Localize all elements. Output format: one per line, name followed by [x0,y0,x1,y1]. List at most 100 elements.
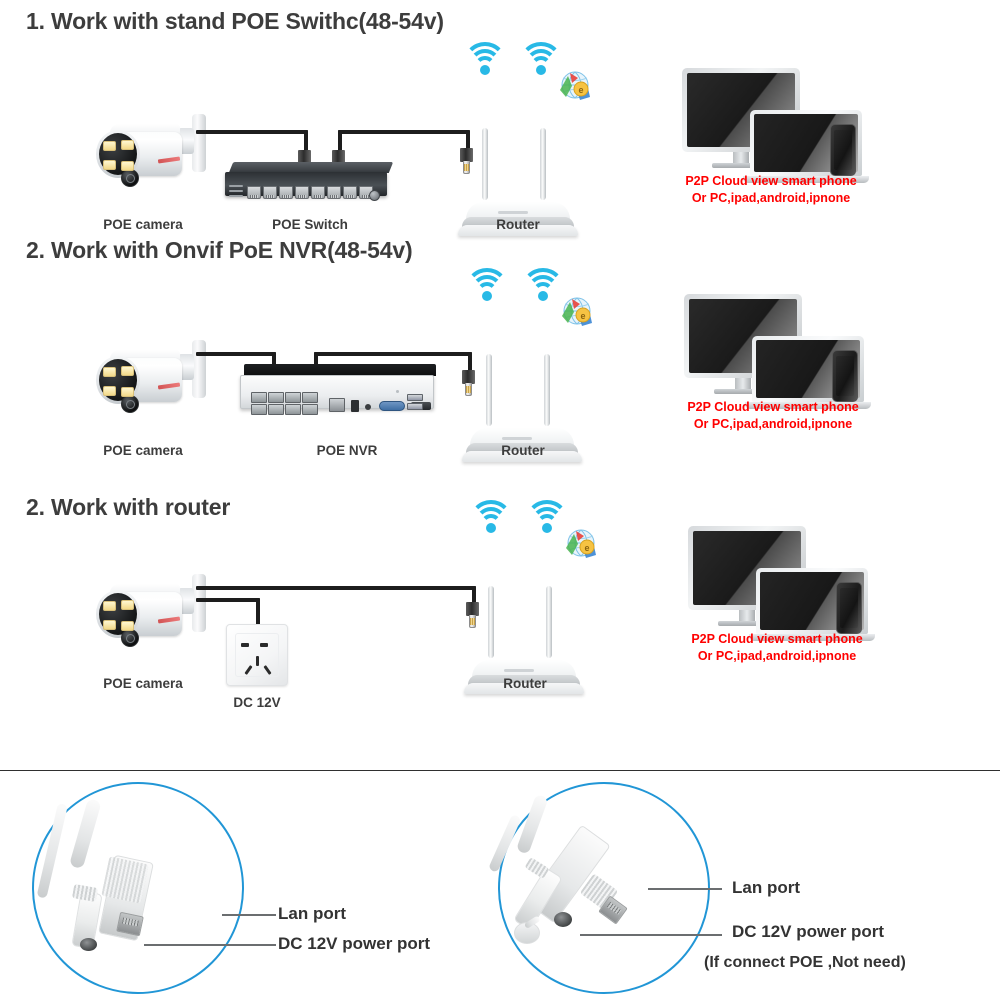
router-2 [462,354,582,464]
svg-text:e: e [580,311,585,321]
poe-switch-1 [225,162,395,201]
camera-arm-icon [178,354,194,380]
internet-globe-icon-2: e [562,297,592,326]
nvr-poe-port [285,392,301,403]
nvr-poe-port [268,404,284,415]
camera-led-2 [121,140,134,150]
camera-pigtail-left [36,798,232,970]
rj45-plug-router-1 [460,148,473,174]
router-antenna-right [540,128,546,200]
nvr-poe-port [285,404,301,415]
nvr-reset-button [365,404,371,410]
camera-led-3 [103,386,116,396]
camera-bracket-icon [192,574,206,632]
poe-camera-1 [88,112,208,187]
port-detail-circle-left [32,782,244,994]
cable-drop-router-2 [468,352,472,376]
dc-12v-power-port-hole [554,912,572,927]
cloud-text-1: P2P Cloud view smart phone Or PC,ipad,an… [656,173,886,207]
cable-drop-router-1 [466,130,470,154]
label-poe-nvr: POE NVR [316,443,378,458]
cloud-text-3-line2: Or PC,ipad,android,ipnone [697,649,857,663]
switch-power-jack-icon [369,190,380,201]
camera-pigtail-right [488,793,700,976]
nvr-poe-port [251,404,267,415]
lan-cable-sleeve [515,793,549,855]
section-3-heading: 2. Work with router [26,494,231,520]
nvr-poe-port [251,392,267,403]
nvr-poe-port [302,392,318,403]
camera-arm-icon [178,128,194,154]
cloud-text-3: P2P Cloud view smart phone Or PC,ipad,an… [662,631,892,665]
section-2-heading: 2. Work with Onvif PoE NVR(48-54v) [26,237,413,263]
camera-lens-icon [121,395,139,413]
nvr-indicator-led [396,390,399,393]
label-lan-port-left: Lan port [278,904,346,923]
cable-camera-power-drop [256,598,260,632]
label-dc-12v: DC 12V [233,695,281,710]
poe-nvr [240,364,440,415]
switch-port [343,186,357,199]
rj45-plug-router-2 [462,370,475,396]
camera-led-2 [121,366,134,376]
dc-connector-ribs [71,884,99,902]
cable-camera-to-router-3 [196,586,476,590]
wall-socket-dc12v [226,624,288,686]
camera-lens-icon [121,169,139,187]
lan-cable-sleeve [68,798,102,870]
dc-12v-power-port-hole [80,938,97,951]
camera-faceplate-icon [99,593,139,647]
leader-line-lan-right [648,888,722,890]
cable-camera-power-run [196,598,260,602]
internet-globe-icon-3: e [566,529,596,558]
cloud-text-1-line2: Or PC,ipad,android,ipnone [691,191,851,205]
section-divider [0,770,1000,771]
switch-port [327,186,341,199]
camera-led-4 [121,161,134,171]
cloud-text-2: P2P Cloud view smart phone Or PC,ipad,an… [658,399,888,433]
smartphone-icon [832,350,858,402]
socket-slot-flat-right [260,643,268,647]
rj45-plug-router-3 [466,602,479,628]
router-antenna-right [544,354,550,426]
camera-arm-icon [178,588,194,614]
switch-port [263,186,277,199]
wifi-signal-icon-5 [469,500,513,534]
cable-switch-to-router [338,130,470,134]
cable-nvr-to-router [314,352,472,356]
camera-lens-icon [121,629,139,647]
router-1 [458,128,578,238]
label-poe-camera-3: POE camera [103,676,183,691]
cable-drop-switch-out [338,130,342,156]
camera-bracket-icon [192,114,206,172]
camera-brand-mark [157,616,181,624]
camera-led-1 [103,601,116,611]
camera-led-3 [103,160,116,170]
wifi-signal-icon-2 [519,42,563,76]
section-1-heading: 1. Work with stand POE Swithc(48-54v) [26,8,444,34]
leader-line-dc-left [144,944,276,946]
svg-text:e: e [578,85,583,95]
label-dc-port-right: DC 12V power port [732,922,885,941]
nvr-poe-port [268,392,284,403]
cloud-text-3-line1: P2P Cloud view smart phone [691,632,863,646]
switch-port [295,186,309,199]
socket-slot-earth [256,656,259,666]
cable-camera-to-nvr [196,352,276,356]
camera-led-4 [121,621,134,631]
laptop-icon [745,336,871,409]
nvr-poe-port [302,404,318,415]
poe-camera-2 [88,338,208,413]
label-poe-switch-1: POE Switch [272,217,348,232]
poe-camera-3 [88,572,208,647]
label-router-2: Router [501,443,545,458]
router-antenna-left [488,586,494,658]
nvr-vga-port [379,401,405,411]
wifi-signal-icon-6 [525,500,569,534]
desktop-monitor-icon [688,526,806,626]
camera-led-1 [103,141,116,151]
nvr-dc-jack [351,400,359,412]
label-router-3: Router [503,676,547,691]
switch-port [247,186,261,199]
camera-brand-mark [157,156,181,164]
